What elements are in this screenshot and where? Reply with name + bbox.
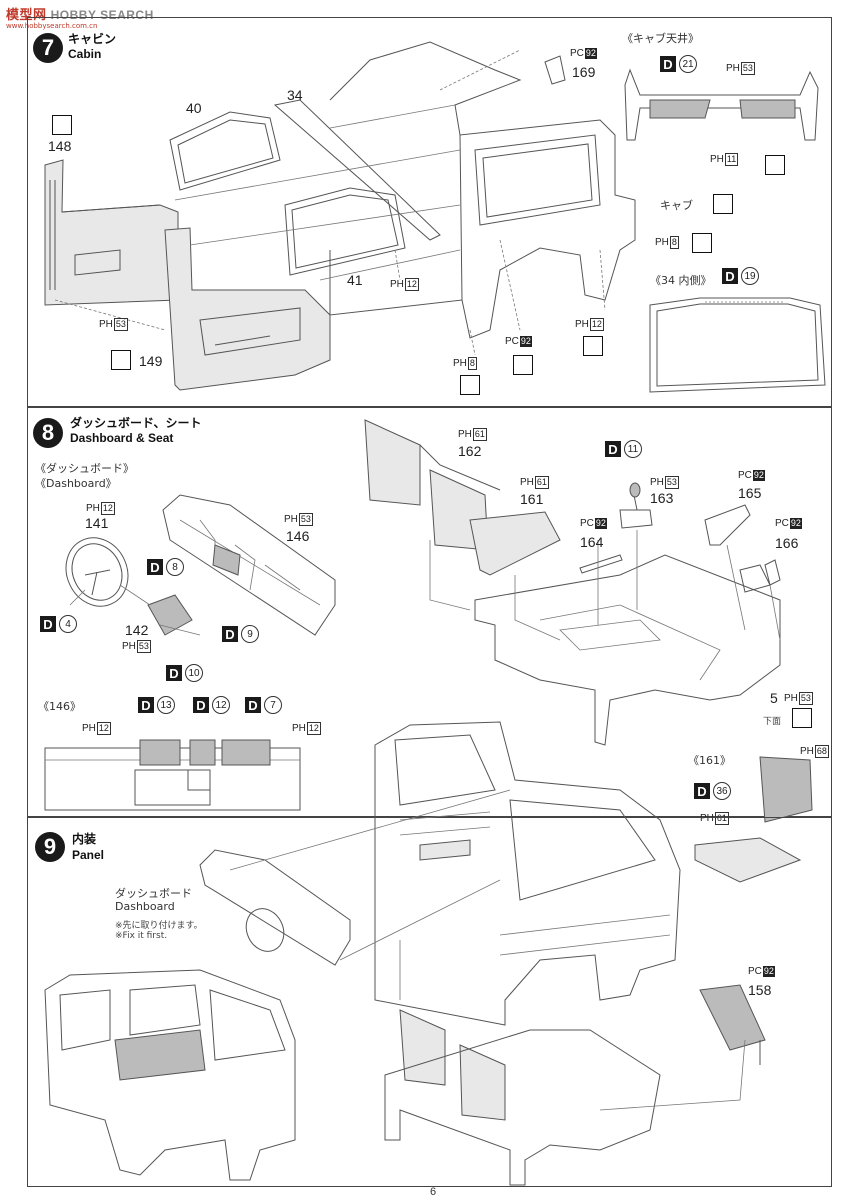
part-164: 164: [580, 534, 604, 550]
step7-frame: [27, 17, 832, 407]
part-5: 5: [770, 690, 778, 706]
part-166: 166: [775, 535, 799, 551]
paint-icon: [460, 375, 480, 395]
label-146: 《146》: [38, 700, 81, 713]
step8-title-en: Dashboard & Seat: [70, 431, 174, 445]
part-161: 161: [520, 491, 544, 507]
inner34-label: 《34 内側》: [650, 274, 712, 287]
part-40: 40: [186, 100, 202, 116]
dash-label-en: 《Dashboard》: [35, 477, 117, 490]
step9-title-jp: 内装: [72, 832, 97, 846]
cab-label: キャブ: [660, 199, 693, 212]
dash-label-jp: 《ダッシュボード》: [35, 462, 134, 475]
step7-title-jp: キャビン: [68, 32, 117, 46]
part-148: 148: [48, 138, 72, 154]
logo-overlay: HOBBY SEARCH: [50, 8, 154, 22]
step9-title-en: Panel: [72, 848, 105, 862]
part-141: 141: [85, 515, 109, 531]
part-169: 169: [572, 64, 596, 80]
page-number: 6: [430, 1186, 437, 1198]
part-146: 146: [286, 528, 310, 544]
step8-frame: [27, 407, 832, 817]
part-163: 163: [650, 490, 674, 506]
cement-icon: [792, 708, 812, 728]
underside-label: 下面: [763, 717, 782, 727]
part-158: 158: [748, 982, 772, 998]
cement-icon: [713, 194, 733, 214]
label-161: 《161》: [688, 754, 731, 767]
step7-badge: 7: [33, 33, 63, 63]
step8-title-jp: ダッシュボード、シート: [70, 416, 202, 430]
paint-icon: [583, 336, 603, 356]
site-logo: 模型网 HOBBY SEARCH: [6, 4, 154, 23]
paint-icon: [513, 355, 533, 375]
part-162: 162: [458, 443, 482, 459]
cab-roof-label: 《キャブ天井》: [622, 32, 699, 45]
step9-note-en: ※Fix it first.: [115, 931, 168, 941]
step9-badge: 9: [35, 832, 65, 862]
paint-icon: [692, 233, 712, 253]
cement-icon: [765, 155, 785, 175]
part-34: 34: [287, 87, 303, 103]
step8-badge: 8: [33, 418, 63, 448]
step9-dash-jp: ダッシュボード: [115, 887, 192, 900]
cement-icon: [52, 115, 72, 135]
step7-title-en: Cabin: [68, 47, 102, 61]
cement-icon: [111, 350, 131, 370]
logo-url: www.hobbysearch.com.cn: [6, 22, 98, 30]
part-142: 142: [125, 622, 149, 638]
step9-note-jp: ※先に取り付けます。: [115, 921, 203, 931]
part-41: 41: [347, 272, 363, 288]
logo-brand: 模型网: [6, 7, 47, 22]
part-165: 165: [738, 485, 762, 501]
step9-dash-en: Dashboard: [115, 900, 175, 913]
part-149: 149: [139, 353, 163, 369]
